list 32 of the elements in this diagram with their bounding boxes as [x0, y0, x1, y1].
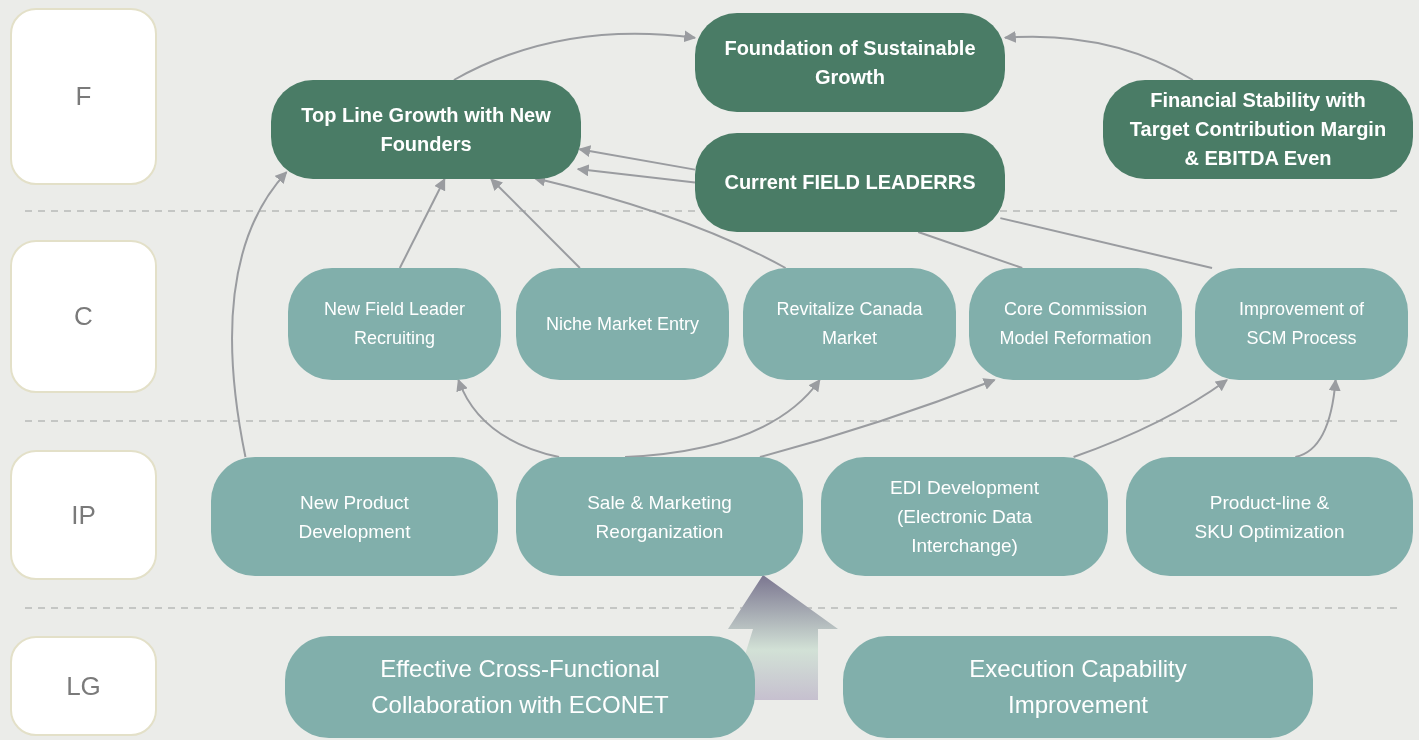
- foundation-box: Execution Capability Improvement: [843, 636, 1313, 738]
- objective-box: Niche Market Entry: [516, 268, 729, 380]
- level-label-box: IP: [10, 450, 157, 580]
- arrow: [490, 178, 581, 269]
- arrow: [456, 378, 561, 458]
- goal-box: Foundation of Sustainable Growth: [695, 13, 1005, 112]
- arrow: [624, 379, 821, 458]
- level-label-box: C: [10, 240, 157, 393]
- goal-box: Financial Stability with Target Contribution Margin & EBITDA Even: [1103, 80, 1413, 179]
- objective-box: Revitalize Canada Market: [743, 268, 956, 380]
- arrow: [576, 164, 696, 184]
- objective-box: New Field Leader Recruiting: [288, 268, 501, 380]
- arrow: [1294, 378, 1341, 458]
- foundation-box: Effective Cross-Functional Collaboration with ECONET: [285, 636, 755, 738]
- arrow: [231, 171, 288, 458]
- process-box: Sale & Marketing Reorganization: [516, 457, 803, 576]
- process-box: New Product Development: [211, 457, 498, 576]
- process-box: EDI Development (Electronic Data Interchange): [821, 457, 1108, 576]
- goal-box: Top Line Growth with New Founders: [271, 80, 581, 179]
- level-label-box: F: [10, 8, 157, 185]
- arrow: [1072, 379, 1228, 458]
- process-box: Product-line & SKU Optimization: [1126, 457, 1413, 576]
- arrow: [398, 177, 446, 269]
- goal-box: Current FIELD LEADERRS: [695, 133, 1005, 232]
- arrow: [758, 378, 996, 458]
- objective-box: Core Commission Model Reformation: [969, 268, 1182, 380]
- arrow: [578, 145, 696, 171]
- arrow: [1003, 31, 1194, 81]
- arrow: [452, 30, 697, 81]
- objective-box: Improvement of SCM Process: [1195, 268, 1408, 380]
- block-arrow: [728, 575, 838, 700]
- level-label-box: LG: [10, 636, 157, 736]
